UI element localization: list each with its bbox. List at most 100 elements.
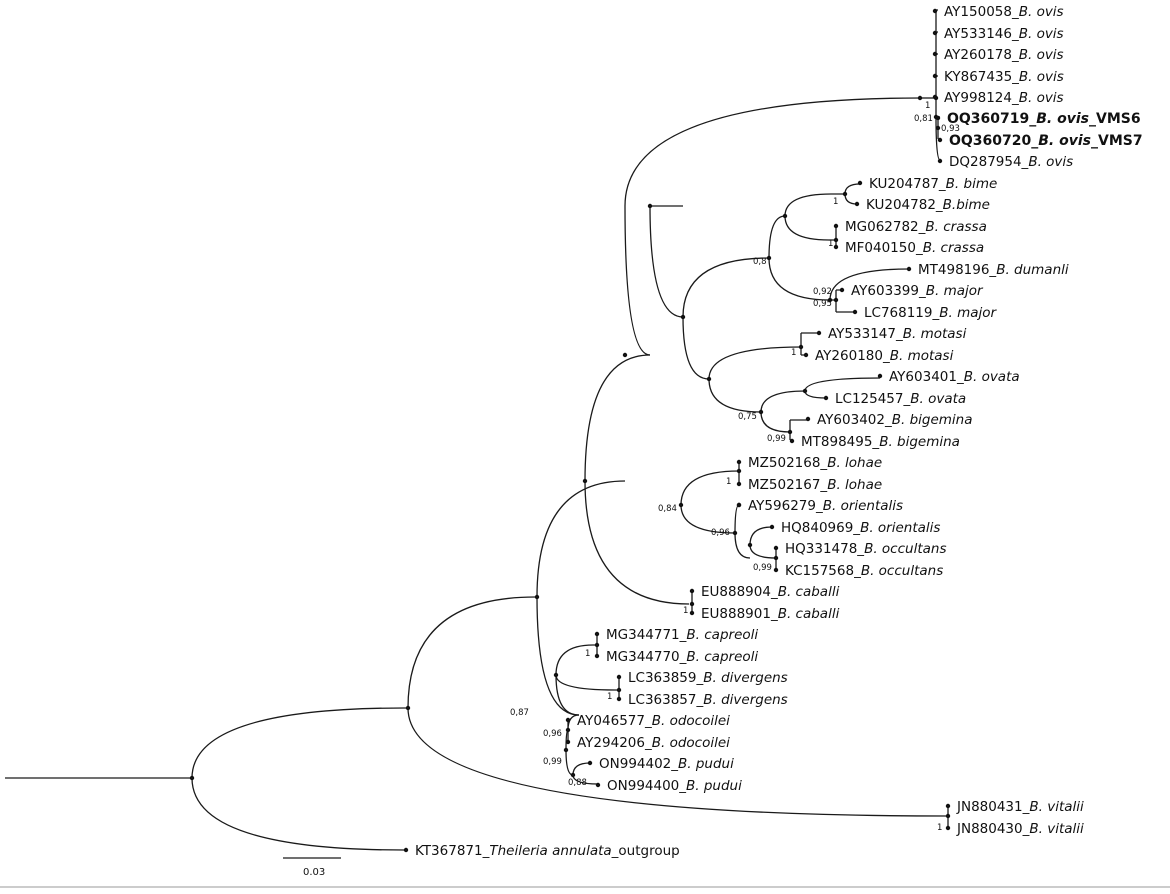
species: B. pudui [678, 756, 734, 772]
support-value-bime-crassa-dumanli: 0,8 [753, 257, 767, 267]
internal-node [758, 409, 764, 415]
internal-node [706, 376, 712, 382]
tip-node [833, 223, 839, 229]
tree-nodes [189, 8, 951, 853]
tip-label-t33: LC363857_B. divergens [628, 692, 788, 708]
species: B.bime [943, 197, 990, 213]
accession: KT367871_ [415, 843, 490, 859]
internal-node [553, 672, 559, 678]
species: B. crassa [923, 240, 984, 256]
tip-node [736, 481, 742, 487]
scale-bar-label: 0.03 [303, 867, 325, 878]
tip-node [594, 653, 600, 659]
tip-label-t35: AY294206_B. odocoilei [577, 735, 730, 751]
tip-label-t29: EU888901_B. caballi [701, 606, 840, 622]
internal-node [616, 687, 622, 693]
tip-label-t3: AY260178_B. ovis [944, 47, 1064, 63]
internal-node [732, 530, 738, 536]
suffix: _outgroup [611, 843, 680, 859]
tip-node [945, 825, 951, 831]
tip-label-t9: KU204787_B. bime [869, 176, 997, 192]
species: B. ovis [1038, 133, 1091, 149]
internal-node [842, 191, 848, 197]
branch-odo-pudui [565, 729, 574, 776]
species: B. motasi [890, 348, 954, 364]
accession: AY603399_ [851, 283, 926, 299]
accession: OQ360720_ [949, 133, 1038, 149]
tip-label-t31: MG344770_B. capreoli [606, 649, 758, 665]
internal-node [827, 297, 833, 303]
accession: EU888901_ [701, 606, 778, 622]
accession: AY603401_ [889, 369, 964, 385]
accession: MF040150_ [845, 240, 923, 256]
tip-label-t23: MZ502167_B. lohae [748, 477, 882, 493]
support-value-lohae-orientalis: 0,84 [658, 504, 677, 514]
species: B. ovata [910, 391, 966, 407]
tip-node [565, 717, 571, 723]
tip-label-t7: OQ360720_B. ovis_VMS7 [949, 133, 1143, 149]
accession: JN880431_ [956, 799, 1030, 815]
support-value-vms-pair: 0,93 [941, 124, 960, 134]
support-value-vitalii: 1 [937, 823, 942, 833]
tip-label-t1: AY150058_B. ovis [944, 4, 1064, 20]
internal-node [773, 555, 779, 561]
tip-node [803, 352, 809, 358]
accession: KY867435_ [944, 69, 1019, 85]
species: B. major [939, 305, 997, 321]
support-value-divergens: 1 [607, 692, 612, 702]
accession: JN880430_ [956, 821, 1030, 837]
tip-node [945, 803, 951, 809]
tip-label-t32: LC363859_B. divergens [628, 670, 788, 686]
accession: ON994402_ [599, 756, 678, 772]
accession: EU888904_ [701, 584, 778, 600]
accession: MT898495_ [801, 434, 879, 450]
species: B. orientalis [860, 520, 940, 536]
branch-root-split [191, 707, 406, 851]
scale-bar: 0.03 [283, 857, 341, 878]
accession: AY294206_ [577, 735, 652, 751]
tip-node [689, 588, 695, 594]
tip-label-t14: AY603399_B. major [851, 283, 984, 299]
tip-node [789, 438, 795, 444]
species: B. bigemina [892, 412, 973, 428]
tip-label-t13: MT498196_B. dumanli [918, 262, 1069, 278]
branch-bime-crassa-split [784, 193, 832, 241]
tip-label-t17: AY260180_B. motasi [815, 348, 954, 364]
tip-node [932, 30, 938, 36]
tip-node [773, 545, 779, 551]
internal-node [582, 478, 588, 484]
support-value-capreoli: 1 [585, 649, 590, 659]
tip-node [565, 739, 571, 745]
tip-node [932, 73, 938, 79]
tip-label-t16: AY533147_B. motasi [828, 326, 967, 342]
support-value-lohae: 1 [726, 477, 731, 487]
internal-node [689, 601, 695, 607]
accession: MG344771_ [606, 627, 687, 643]
species: B. motasi [903, 326, 967, 342]
tip-label-t19: LC125457_B. ovata [835, 391, 966, 407]
tip-label-t40: KT367871_Theileria annulata_outgroup [415, 843, 680, 859]
species: B. occultans [861, 563, 943, 579]
internal-node [563, 747, 569, 753]
tip-node [833, 244, 839, 250]
accession: OQ360719_ [947, 111, 1036, 127]
internal-node [565, 727, 571, 733]
internal-node [570, 772, 576, 778]
support-value-caballi: 1 [683, 606, 688, 616]
tip-node [616, 696, 622, 702]
tip-label-t21: MT898495_B. bigemina [801, 434, 960, 450]
internal-node [647, 203, 653, 209]
species: B. ovis [1028, 154, 1073, 170]
tip-node [736, 459, 742, 465]
species: B. orientalis [823, 498, 903, 514]
internal-node [917, 95, 923, 101]
tip-label-t15: LC768119_B. major [864, 305, 998, 321]
tip-node [587, 760, 593, 766]
support-value-motasi: 1 [791, 348, 796, 358]
internal-node [787, 429, 793, 435]
accession: KU204782_ [866, 197, 943, 213]
accession: MZ502168_ [748, 455, 827, 471]
accession: KU204787_ [869, 176, 946, 192]
